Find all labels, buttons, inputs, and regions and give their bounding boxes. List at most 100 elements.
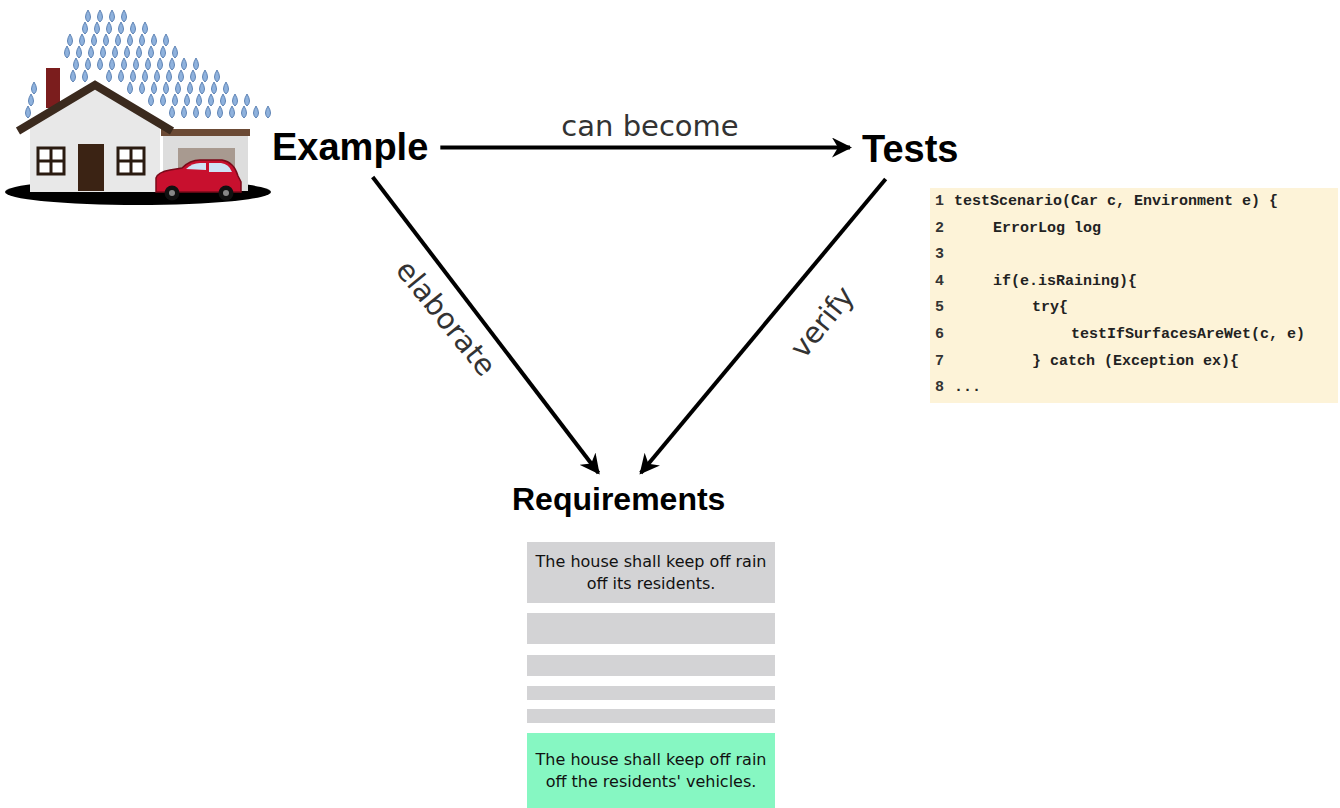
rain-drop <box>140 82 145 94</box>
code-line: 1 <box>935 192 944 212</box>
node-text: The house shall keep off rain off its re… <box>535 551 767 595</box>
requirement-box-new: The house shall keep off rain off the re… <box>527 733 775 808</box>
rain-drop <box>218 106 223 118</box>
tests-label: Tests <box>858 126 962 173</box>
example-label: Example <box>268 124 432 171</box>
rain-drop <box>176 82 181 94</box>
rain-drop <box>158 58 163 70</box>
rain-drop <box>110 10 115 22</box>
rain-drop <box>68 34 73 46</box>
code-line: 6 <box>935 325 944 345</box>
rain-drop <box>242 106 247 118</box>
rain-drop <box>137 46 142 58</box>
rain-drop <box>152 82 157 94</box>
rain-drop <box>209 94 214 106</box>
rain-drop <box>206 106 211 118</box>
rain-drop <box>164 82 169 94</box>
rain-drop <box>65 46 70 58</box>
rain-drop <box>107 70 112 82</box>
rain-drop <box>179 70 184 82</box>
rain-drop <box>140 34 145 46</box>
rain-drop <box>221 94 226 106</box>
rain-drop <box>233 94 238 106</box>
rain-drop <box>116 34 121 46</box>
requirement-bar <box>527 655 775 676</box>
rain-drop <box>161 46 166 58</box>
rain-drop <box>131 22 136 34</box>
rain-drop <box>131 70 136 82</box>
rain-drop <box>29 94 34 106</box>
rain-drop <box>170 58 175 70</box>
code-line: 3 <box>935 245 944 265</box>
rain-drop <box>224 82 229 94</box>
code-line: testIfSurfacesAreWet(c, e) <box>1071 325 1305 345</box>
code-line: if(e.isRaining){ <box>993 272 1137 292</box>
node-text: The house shall keep off rain off the re… <box>535 749 767 793</box>
rain-drop <box>143 22 148 34</box>
edge-label: can become <box>558 109 741 143</box>
rain-drop <box>134 58 139 70</box>
rain-drop <box>119 70 124 82</box>
rain-drop <box>104 34 109 46</box>
rain-drop <box>113 46 118 58</box>
rain-drop <box>170 106 175 118</box>
rain-drop <box>128 82 133 94</box>
rain-drop <box>149 94 154 106</box>
rain-drop <box>182 106 187 118</box>
rain-drop <box>74 58 79 70</box>
code-line: 7 <box>935 352 944 372</box>
rain-drop <box>152 34 157 46</box>
rain-drop <box>122 10 127 22</box>
rain-drop <box>164 34 169 46</box>
rain-drop <box>98 58 103 70</box>
house-roof <box>18 85 172 131</box>
rain-drop <box>83 70 88 82</box>
code-line: try{ <box>1032 298 1068 318</box>
house-door <box>78 144 104 191</box>
code-line: 8 <box>935 378 944 398</box>
arrow-connector <box>440 146 850 150</box>
code-line: 2 <box>935 219 944 239</box>
chimney <box>46 68 60 108</box>
rain-drop <box>77 46 82 58</box>
rain-drop <box>185 94 190 106</box>
rain-drop <box>26 106 31 118</box>
rain-drop <box>125 46 130 58</box>
rain-drop <box>128 34 133 46</box>
requirements-label: Requirements <box>508 479 729 520</box>
requirement-bar <box>527 709 775 723</box>
code-line: ErrorLog log <box>993 219 1101 239</box>
rain-drop <box>86 58 91 70</box>
rain-drop <box>215 70 220 82</box>
node-text: Requirements <box>512 481 725 518</box>
rain-drop <box>71 70 76 82</box>
rain-drop <box>167 70 172 82</box>
code-line: ... <box>954 378 981 398</box>
car <box>156 160 241 201</box>
rain-drop <box>98 10 103 22</box>
code-line: } catch (Exception ex){ <box>1032 352 1239 372</box>
rain-drop <box>194 106 199 118</box>
rain-drop <box>86 10 91 22</box>
rain-drop <box>230 106 235 118</box>
rain-drop <box>203 70 208 82</box>
rain-drop <box>149 46 154 58</box>
rain-drop <box>254 106 259 118</box>
rain-drop <box>266 106 271 118</box>
rain-drop <box>173 94 178 106</box>
arrow-connector <box>373 177 599 473</box>
code-box: 1 testScenario(Car c, Environment e) { 2 Er… <box>930 188 1338 403</box>
rain-drop <box>146 58 151 70</box>
rain-drop <box>110 58 115 70</box>
rain-drop <box>83 22 88 34</box>
house-wall <box>30 122 160 192</box>
rain-drop <box>194 58 199 70</box>
rain-drop <box>188 82 193 94</box>
arrow-connector <box>641 179 886 473</box>
code-line: testScenario(Car c, Environment e) { <box>954 192 1278 212</box>
rain-drop <box>107 22 112 34</box>
rain-drop <box>245 94 250 106</box>
rain-drop <box>119 22 124 34</box>
rain-drop <box>95 22 100 34</box>
rain-drop <box>122 58 127 70</box>
